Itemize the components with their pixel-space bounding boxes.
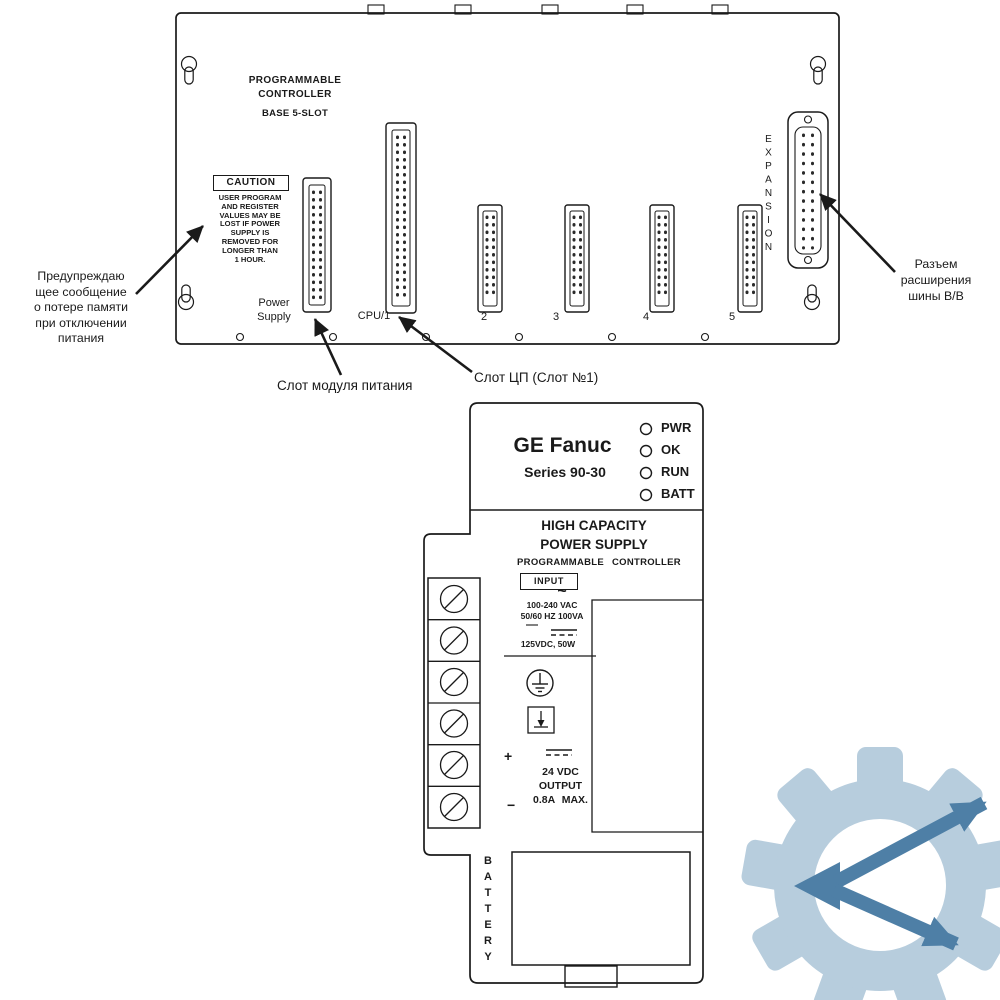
slot-label-cpu1: CPU/1 — [357, 310, 391, 322]
caution-line: 1 HOUR. — [234, 254, 266, 264]
ac-rating-line1: 100-240 VAC — [526, 600, 578, 610]
frame-ground-symbol — [527, 706, 555, 734]
expansion-note-line: шины В/В — [908, 288, 964, 303]
led-label-batt: BATT — [661, 486, 695, 501]
bottom-clip-tab — [564, 965, 618, 988]
slot-5-connector — [737, 204, 763, 313]
output-minus-sign: − — [507, 797, 516, 813]
cpu-slot-connector — [385, 122, 417, 314]
power-slot-arrow — [313, 318, 343, 376]
ac-rating-line2: 50/60 HZ 100VA — [520, 611, 584, 621]
slot-2-connector — [477, 204, 503, 313]
expansion-note-arrow — [819, 193, 896, 273]
expansion-note: Разъем расширения шины В/В — [886, 257, 986, 304]
dc-rating-line: 125VDC, 50W — [520, 639, 576, 649]
mounting-keyholes — [177, 55, 827, 311]
output-rating-line3: 0.8A MAX. — [533, 794, 588, 806]
memory-warning-line: щее сообщение — [35, 284, 127, 299]
run-led — [639, 466, 653, 480]
memory-warning-note: Предупреждаю щее сообщение о потере памя… — [20, 269, 142, 347]
expansion-note-line: расширения — [900, 272, 972, 287]
power-supply-line: Power — [258, 297, 290, 309]
bottom-screw-holes — [235, 332, 710, 342]
slot-label-4: 4 — [642, 311, 650, 323]
memory-warning-arrow — [135, 225, 204, 295]
base-unit-outline — [175, 4, 840, 345]
caution-line: AND REGISTER — [221, 201, 279, 211]
k-arrows-emblem — [794, 796, 988, 951]
cpu-slot-arrow — [398, 315, 473, 374]
battery-compartment — [511, 851, 691, 966]
terminal-screws — [439, 584, 469, 822]
psu-module-outline — [423, 402, 704, 988]
expansion-note-line: Разъем — [914, 257, 958, 271]
memory-warning-line: Предупреждаю — [37, 269, 125, 283]
memory-warning-line: о потере памяти — [33, 300, 129, 315]
caution-line: LONGER THAN — [222, 245, 278, 255]
earth-ground-symbol — [526, 669, 554, 697]
rating-symbols — [504, 624, 596, 756]
memory-warning-line: питания — [57, 331, 105, 346]
psu-subheading: PROGRAMMABLE CONTROLLER — [517, 557, 681, 568]
output-rating-line2: OUTPUT — [538, 780, 583, 792]
cpu-slot-note: Слот ЦП (Слот №1) — [474, 370, 599, 385]
led-indicators — [639, 422, 653, 502]
led-label-pwr: PWR — [661, 420, 692, 435]
expansion-label: EXPANSION — [763, 134, 774, 256]
caution-line: SUPPLY IS — [230, 228, 270, 238]
caution-label: CAUTION — [213, 175, 289, 191]
psu-heading-line1: HIGH CAPACITY — [541, 518, 647, 533]
top-tabs — [367, 4, 729, 15]
caution-text: USER PROGRAM AND REGISTER VALUES MAY BE … — [196, 193, 304, 264]
ac-symbol: ~ — [557, 583, 567, 600]
slot-label-5: 5 — [728, 311, 736, 323]
caution-line: LOST IF POWER — [220, 219, 280, 229]
power-supply-line: Supply — [257, 311, 291, 323]
annotation-arrows — [135, 193, 896, 376]
led-label-run: RUN — [661, 464, 690, 479]
slot-4-connector — [649, 204, 675, 313]
expansion-connector — [787, 111, 829, 269]
base-title-line2: CONTROLLER — [258, 89, 332, 100]
battery-label: BATTERY — [482, 855, 494, 967]
ok-led — [639, 444, 653, 458]
power-supply-slot-connector — [302, 177, 332, 313]
slot-label-3: 3 — [552, 311, 560, 323]
caution-line: USER PROGRAM — [218, 193, 282, 202]
slot-label-2: 2 — [480, 311, 488, 323]
batt-led — [639, 488, 653, 502]
power-slot-note: Слот модуля питания — [277, 378, 413, 393]
led-label-ok: OK — [661, 442, 681, 457]
output-plus-sign: + — [504, 748, 513, 764]
terminal-block — [427, 577, 481, 829]
output-rating-line1: 24 VDC — [542, 766, 579, 778]
input-label: INPUT — [520, 573, 578, 590]
pwr-led — [639, 422, 653, 436]
psu-brand: GE Fanuc — [513, 434, 612, 457]
caution-line: VALUES MAY BE — [219, 210, 281, 220]
base-subtitle: BASE 5-SLOT — [261, 108, 329, 119]
slot-3-connector — [564, 204, 590, 313]
psu-side-door — [591, 599, 703, 833]
watermark-gear-logo — [741, 747, 1000, 1000]
caution-line: REMOVED FOR — [221, 236, 279, 246]
base-title-line1: PROGRAMMABLE — [248, 75, 342, 86]
power-supply-slot-label: Power Supply — [247, 296, 301, 324]
psu-heading-line2: POWER SUPPLY — [540, 537, 648, 552]
psu-series: Series 90-30 — [524, 464, 606, 480]
memory-warning-line: при отключении — [35, 315, 127, 330]
